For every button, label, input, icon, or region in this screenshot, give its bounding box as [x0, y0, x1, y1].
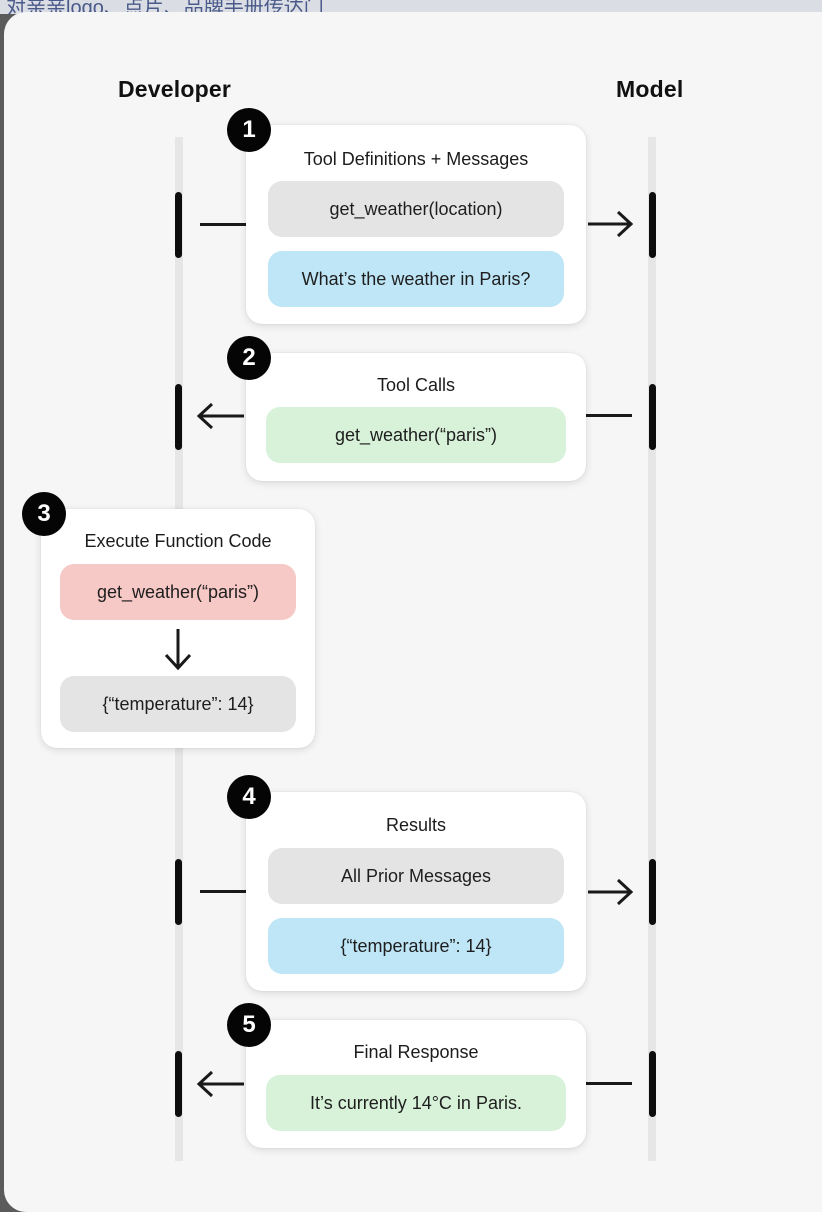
model-column-title: Model: [616, 76, 684, 102]
step5-number-badge: 5: [227, 1003, 271, 1047]
step5-title: Final Response: [353, 1042, 479, 1062]
step1-connector-line: [200, 223, 246, 226]
diagram-canvas: Developer Model Tool Definitions + Messa…: [4, 12, 822, 1212]
step3-number-badge: 3: [22, 492, 66, 536]
step4-right-arrow-icon: [588, 878, 634, 906]
top-strip-text: 对亲亲logo、点片、品牌手册传达门: [6, 0, 324, 14]
step5-connector-line: [586, 1082, 632, 1085]
developer-column-title: Developer: [118, 76, 232, 102]
model-activation-tick: [649, 1051, 656, 1117]
step4-connector-line: [200, 890, 246, 893]
step4-pill-result: {“temperature”: 14}: [268, 918, 564, 974]
step1-number-badge: 1: [227, 108, 271, 152]
model-activation-tick: [649, 192, 656, 258]
step2-left-arrow-icon: [196, 402, 244, 430]
step1-title: Tool Definitions + Messages: [303, 149, 529, 169]
step5-left-arrow-icon: [196, 1070, 244, 1098]
model-activation-tick: [649, 384, 656, 450]
step2-number-badge: 2: [227, 336, 271, 380]
step1-card: Tool Definitions + Messages get_weather(…: [246, 125, 586, 324]
step2-card: Tool Calls get_weather(“paris”): [246, 353, 586, 481]
step3-pill-function-call: get_weather(“paris”): [60, 564, 296, 620]
developer-activation-tick: [175, 192, 182, 258]
developer-activation-tick: [175, 384, 182, 450]
step1-pill-message: What’s the weather in Paris?: [268, 251, 564, 307]
step1-right-arrow-icon: [588, 210, 634, 238]
step2-title: Tool Calls: [376, 375, 456, 395]
step4-number-badge: 4: [227, 775, 271, 819]
developer-activation-tick: [175, 1051, 182, 1117]
step4-pill-prior-messages: All Prior Messages: [268, 848, 564, 904]
step3-card: Execute Function Code get_weather(“paris…: [41, 509, 315, 748]
step5-pill-response: It’s currently 14°C in Paris.: [266, 1075, 566, 1131]
step2-connector-line: [586, 414, 632, 417]
developer-activation-tick: [175, 859, 182, 925]
step2-pill-tool-call: get_weather(“paris”): [266, 407, 566, 463]
step1-pill-function: get_weather(location): [268, 181, 564, 237]
model-activation-tick: [649, 859, 656, 925]
step3-down-arrow-icon: [164, 629, 192, 671]
step3-pill-result: {“temperature”: 14}: [60, 676, 296, 732]
top-strip: 对亲亲logo、点片、品牌手册传达门: [0, 0, 822, 14]
model-lifeline: [648, 137, 656, 1161]
step4-card: Results All Prior Messages {“temperature…: [246, 792, 586, 991]
step3-title: Execute Function Code: [84, 531, 272, 551]
step4-title: Results: [385, 815, 447, 835]
step5-card: Final Response It’s currently 14°C in Pa…: [246, 1020, 586, 1148]
